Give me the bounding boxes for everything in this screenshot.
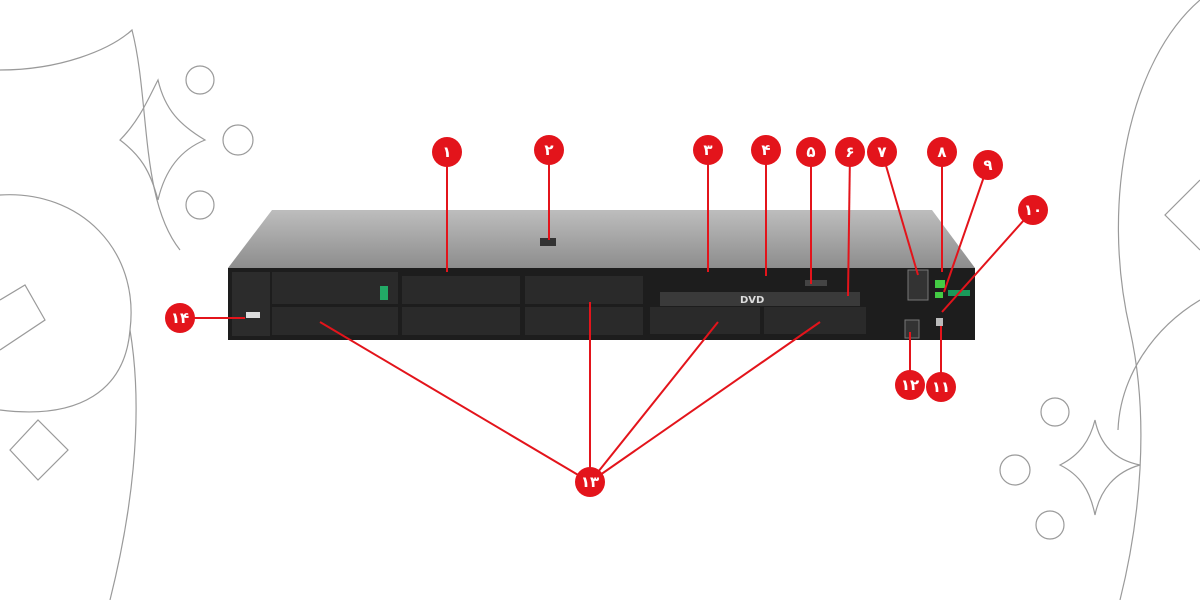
callout-label: ۱ [442, 143, 451, 161]
callout-label: ۱۳ [581, 473, 599, 491]
callout-label: ۶ [845, 143, 854, 161]
drive-bays [272, 276, 866, 335]
callout-13: ۱۳ [575, 467, 605, 497]
drive-led [380, 286, 388, 300]
callout-label: ۲ [544, 141, 553, 159]
callout-8: ۸ [927, 137, 957, 167]
dvd-logo: DVD [740, 295, 764, 306]
callout-4: ۴ [751, 135, 781, 165]
lid-latch [540, 238, 556, 246]
usb-port [805, 280, 827, 286]
callout-label: ۱۰ [1024, 201, 1042, 219]
optical-drive [660, 292, 860, 306]
callout-lines [180, 150, 1034, 483]
server-top-lid [228, 210, 975, 268]
display-port [907, 269, 929, 301]
callout-label: ۷ [877, 143, 886, 161]
callout-7: ۷ [867, 137, 897, 167]
power-button[interactable] [935, 280, 945, 288]
callout-label: ۱۴ [171, 309, 189, 327]
drive-bay [272, 272, 398, 304]
callout-11: ۱۱ [926, 372, 956, 402]
server-label-tag [246, 312, 260, 318]
callout-12: ۱۲ [895, 370, 925, 400]
server-chassis: DVD [228, 210, 975, 340]
uid-button[interactable] [936, 318, 943, 326]
callout-2: ۲ [534, 135, 564, 165]
callout-label: ۸ [937, 143, 946, 161]
callout-label: ۳ [703, 141, 712, 159]
left-rack-ear [232, 272, 270, 336]
callout-5: ۵ [796, 137, 826, 167]
callout-label: ۴ [761, 141, 770, 159]
callout-9: ۹ [973, 150, 1003, 180]
usb-port-front [904, 319, 920, 339]
callout-label: ۱۲ [901, 376, 919, 394]
health-led [935, 292, 943, 298]
callout-14: ۱۴ [165, 303, 195, 333]
callout-label: ۹ [983, 156, 992, 174]
callout-label: ۵ [806, 143, 815, 161]
callout-6: ۶ [835, 137, 865, 167]
callout-3: ۳ [693, 135, 723, 165]
callout-label: ۱۱ [932, 378, 950, 396]
callout-1: ۱ [432, 137, 462, 167]
callout-10: ۱۰ [1018, 195, 1048, 225]
callout-badges: ۱ ۲ ۳ ۴ ۵ ۶ ۷ ۸ ۹ ۱۰ ۱۱ ۱۲ ۱۳ ۱۴ [165, 135, 1048, 497]
